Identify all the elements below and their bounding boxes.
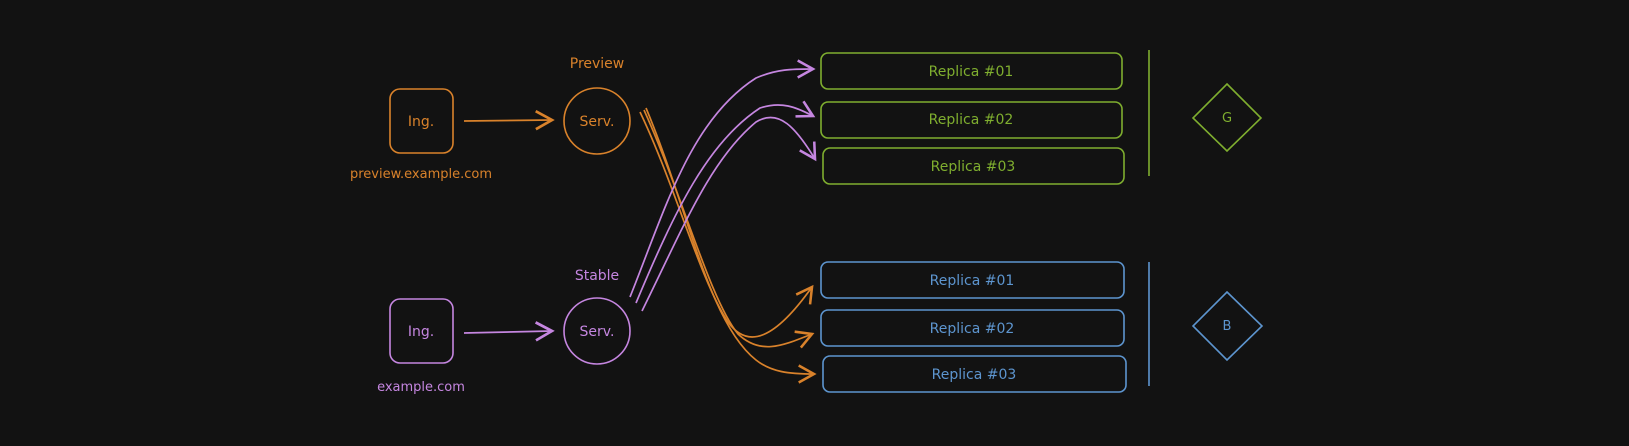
green-badge-label: G [1222,111,1232,126]
preview-service-to-blue-replica-01-arrow [639,111,814,338]
green-replica-01-box [820,52,1123,90]
stable-host: example.com [377,380,465,395]
stable-ingress-to-service-arrow [463,321,555,342]
green-replica-03-box [822,147,1125,185]
stable-service-node [563,297,631,365]
stable-ingress-label: Ing. [408,324,434,340]
stable-service-label: Serv. [580,324,615,340]
stable-service-to-green-replica-01-arrow [629,59,816,298]
preview-service-node [563,87,631,155]
green-replica-03-label: Replica #03 [931,159,1016,175]
preview-ingress-node [389,88,454,154]
blue-replica-03-label: Replica #03 [932,367,1017,383]
preview-ingress-label: Ing. [408,114,434,130]
preview-label: Preview [570,56,625,72]
blue-badge-diamond [1191,290,1264,362]
green-replica-02-box [820,101,1123,139]
stable-label: Stable [575,268,619,284]
stable-ingress-node [389,298,454,364]
stable-service-to-green-replica-03-arrow [641,116,817,312]
blue-replica-03-box [822,355,1127,393]
blue-replica-01-label: Replica #01 [930,273,1015,289]
green-badge-diamond [1191,82,1263,153]
preview-service-to-blue-replica-03-arrow [645,107,817,384]
blue-replica-01-box [820,261,1125,299]
preview-ingress-to-service-arrow [463,109,555,131]
blue-replica-02-label: Replica #02 [930,321,1015,337]
stable-service-to-green-replica-02-arrow [635,100,816,304]
green-replica-01-label: Replica #01 [929,64,1014,80]
preview-service-label: Serv. [580,114,615,130]
blue-badge-label: B [1223,319,1232,334]
blue-replica-02-box [820,309,1125,347]
green-replica-02-label: Replica #02 [929,112,1014,128]
preview-host: preview.example.com [350,167,492,182]
